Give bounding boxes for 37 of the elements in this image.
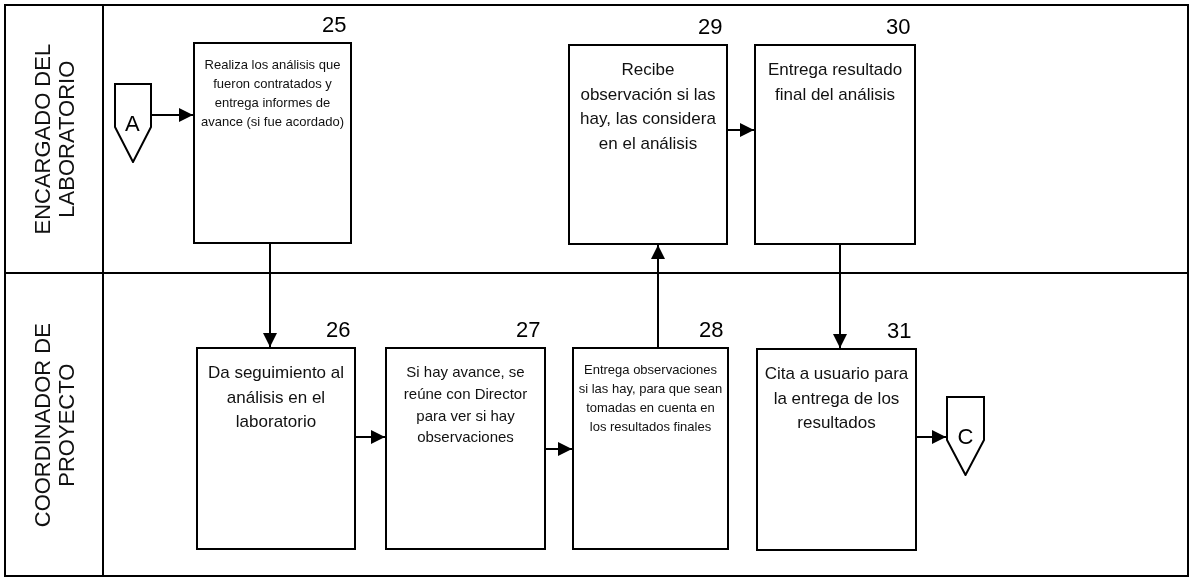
lane-label: COORDINADOR DE PROYECTO: [30, 321, 80, 529]
process-text: Realiza los análisis que fueron contratados y entrega informes de avance (si fue acordado): [199, 56, 346, 131]
off-page-connector: [114, 83, 152, 163]
process-text: Recibe observación si las hay, las considera en el análisis: [579, 59, 717, 155]
process-box: [572, 347, 729, 550]
process-text: Cita a usuario para la entrega de los resultados: [763, 363, 910, 435]
process-text: Si hay avance, se reúne con Director para ver si hay observaciones: [402, 362, 529, 448]
off-page-connector: [946, 396, 985, 476]
step-number: 30: [886, 14, 911, 40]
connector-letter: C: [957, 424, 974, 450]
arrow: [355, 430, 386, 444]
process-box: [193, 42, 352, 244]
swimlane: [4, 272, 1189, 577]
arrow: [833, 244, 847, 349]
step-number: 31: [887, 318, 912, 344]
process-text: Da seguimiento al análisis en el laboratorio: [206, 362, 346, 434]
step-number: 28: [699, 317, 724, 343]
step-number: 27: [516, 317, 541, 343]
arrow: [545, 442, 573, 456]
process-text: Entrega resultado final del análisis: [766, 59, 904, 106]
arrow: [263, 243, 277, 348]
process-box: [754, 44, 916, 245]
process-box: [756, 348, 917, 551]
process-text: Entrega observaciones si las hay, para que sean tomadas en cuenta en los resultados finales: [578, 361, 723, 436]
step-number: 26: [326, 317, 351, 343]
arrow: [727, 123, 755, 137]
process-box: [196, 347, 356, 550]
connector-letter: A: [125, 111, 140, 137]
swimlane: [4, 4, 1189, 274]
step-number: 25: [322, 12, 347, 38]
arrow: [151, 108, 194, 122]
lane-label: ENCARGADO DEL LABORATORIO: [30, 42, 80, 237]
arrow: [916, 430, 947, 444]
process-box: [568, 44, 728, 245]
step-number: 29: [698, 14, 723, 40]
process-box: [385, 347, 546, 550]
arrow: [651, 244, 665, 348]
